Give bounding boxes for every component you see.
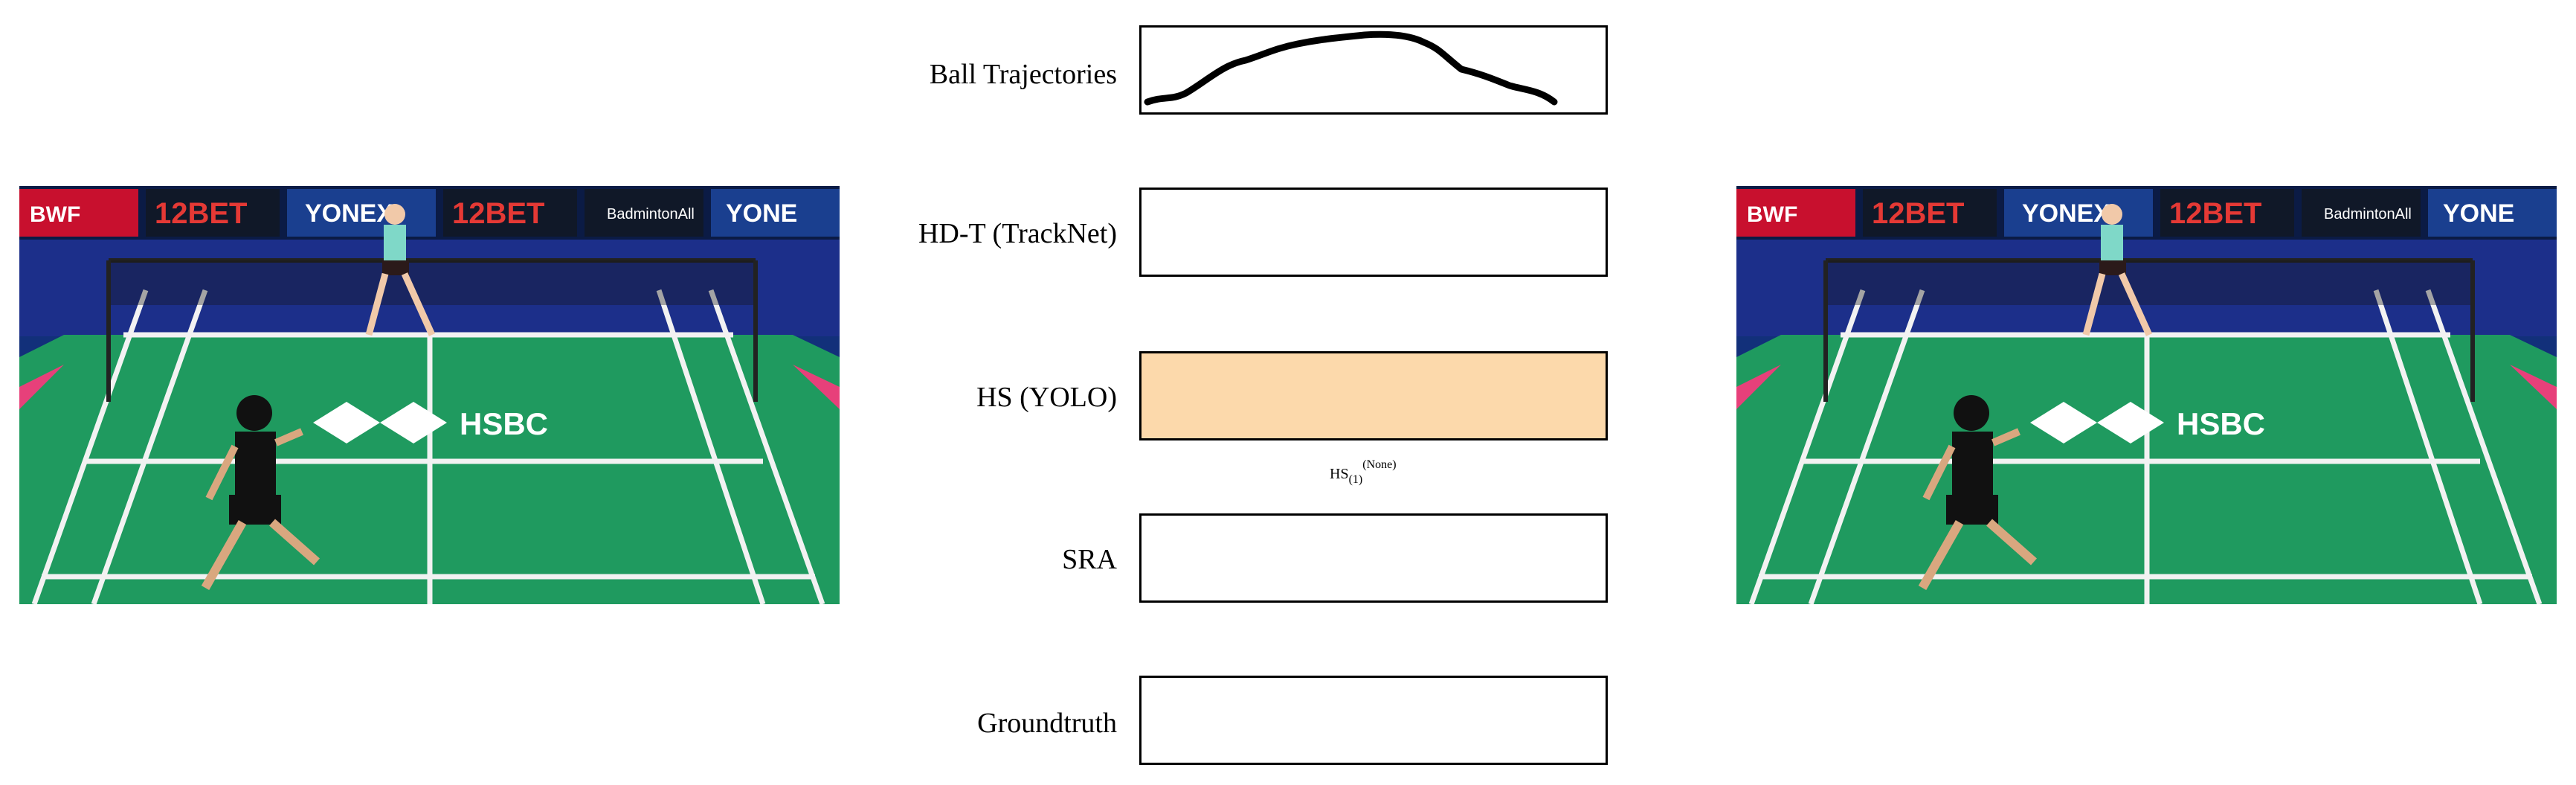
label-hs-yolo: HS (YOLO) xyxy=(976,382,1117,413)
near-player xyxy=(1918,395,2037,590)
floor-logo-text: HSBC xyxy=(460,406,548,441)
floor-logo-text: HSBC xyxy=(2177,406,2265,441)
banner-sponsor: 12BET xyxy=(2169,197,2262,230)
banner-sponsor: YONE xyxy=(2443,199,2514,228)
banner-sponsor: BadmintonAll xyxy=(607,206,695,222)
banner-sponsor: BWF xyxy=(30,202,80,227)
hd-t-tracknet-box xyxy=(1139,188,1608,277)
label-hd-t-tracknet: HD-T (TrackNet) xyxy=(918,218,1117,249)
hs-note: HS(1) (None) xyxy=(1330,457,1397,488)
far-player xyxy=(2082,204,2153,336)
hs-yolo-box xyxy=(1139,351,1608,440)
trajectory-box xyxy=(1139,25,1608,115)
banner-sponsor: YONEX xyxy=(305,199,393,228)
banner-sponsor: YONE xyxy=(726,199,797,228)
banner-sponsor: BadmintonAll xyxy=(2324,206,2412,222)
banner-sponsor: YONEX xyxy=(2022,199,2110,228)
label-sra: SRA xyxy=(1062,544,1117,575)
hs-note-sup: (None) xyxy=(1362,458,1397,471)
badminton-frame-left: BWF 12BET YONEX 12BET BadmintonAll YONE xyxy=(19,186,840,604)
trajectory-curve xyxy=(1144,31,1558,106)
banner-sponsor: 12BET xyxy=(1872,197,1965,230)
label-groundtruth: Groundtruth xyxy=(977,708,1117,739)
badminton-frame-right: BWF 12BET YONEX 12BET BadmintonAll YONE xyxy=(1736,186,2557,604)
court-image: BWF 12BET YONEX 12BET BadmintonAll YONE xyxy=(1736,186,2557,604)
banner-sponsor: 12BET xyxy=(155,197,248,230)
groundtruth-box xyxy=(1139,676,1608,765)
label-ball-trajectories: Ball Trajectories xyxy=(929,59,1117,90)
banner-sponsor: BWF xyxy=(1747,202,1797,227)
far-player xyxy=(365,204,436,336)
banner-sponsor: 12BET xyxy=(452,197,545,230)
hs-note-base: HS xyxy=(1330,466,1349,482)
sra-box xyxy=(1139,513,1608,603)
hs-note-sub: (1) xyxy=(1348,473,1363,486)
near-player xyxy=(201,395,320,590)
court-image: BWF 12BET YONEX 12BET BadmintonAll YONE xyxy=(19,186,840,604)
